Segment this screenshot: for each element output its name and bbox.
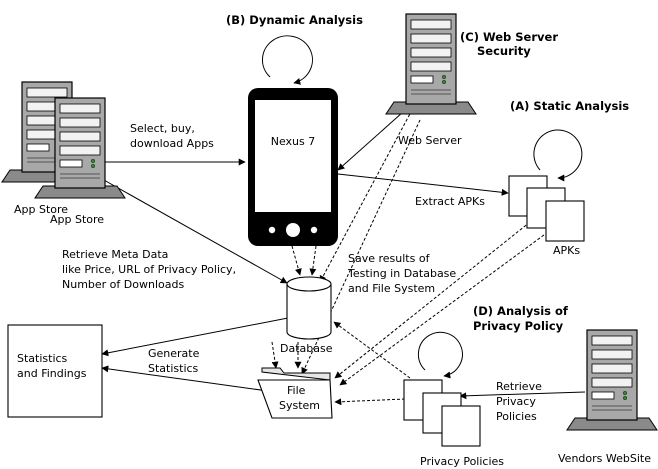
apk-file-icon [545,200,585,242]
privacy-analysis-heading: (D) Analysis of [473,304,569,318]
privacy-analysis-loop-arrow [417,331,463,379]
select-apps-label-line2: download Apps [130,137,214,150]
statistics-label: Statistics [17,352,68,365]
web-server-security-heading-line2: Security [477,44,531,58]
edge-policies-database [333,321,411,379]
statistics-box [7,324,103,418]
static-analysis-loop-arrow [533,129,583,182]
app-store-node: App Store App Store [1,81,126,226]
statistics-label-line2: and Findings [17,367,87,380]
file-system-node: File System [257,367,333,419]
privacy-analysis-heading-line2: Privacy Policy [473,319,564,333]
file-system-label-line2: System [279,399,320,412]
edge-webserver-database [319,109,413,283]
save-results-label: Save results of [348,252,431,265]
edge-policies-filesystem [334,398,406,406]
tablet-back-button-icon [268,226,276,234]
edge-webserver-filesystem [301,119,421,375]
app-store-back-label: App Store [14,203,68,216]
meta-data-label: Retrieve Meta Data [62,248,168,261]
web-server-label: Web Server [398,134,462,147]
edge-device-webserver [337,103,413,171]
retrieve-policies-label-line3: Policies [496,410,537,423]
web-server-icon [385,13,477,115]
generate-statistics-label: Generate [148,347,200,360]
edge-apks-filesystem [334,221,531,379]
database-label: Database [280,342,333,355]
extract-apks-label: Extract APKs [415,195,485,208]
retrieve-policies-label: Retrieve [496,380,542,393]
dynamic-analysis-loop-arrow [261,35,313,85]
tablet-menu-button-icon [310,226,318,234]
web-server-node: Web Server [385,13,477,147]
meta-data-label-line2: like Price, URL of Privacy Policy, [62,263,236,276]
edge-generate-statistics [101,365,269,392]
database-cylinder-icon [286,284,332,340]
edge-device-database-2 [309,245,317,276]
save-results-label-line3: and File System [348,282,435,295]
vendors-website-node: Vendors WebSite [558,329,658,465]
privacy-policies-node: Privacy Policies [403,379,504,468]
edge-extract-apks [337,173,509,196]
generate-statistics-label-line2: Statistics [148,362,199,375]
select-apps-label: Select, buy, [130,122,195,135]
folder-icon [261,367,331,381]
nexus-7-device: Nexus 7 [248,88,338,246]
dynamic-analysis-heading: (B) Dynamic Analysis [226,13,363,27]
static-analysis-heading: (A) Static Analysis [510,99,629,113]
policy-document-icon [441,405,481,447]
save-results-label-line2: Testing in Database [347,267,456,280]
file-system-label: File [287,384,306,397]
edge-retrieve-policies [459,391,586,400]
edge-device-database [291,245,302,276]
vendors-server-icon [566,329,658,431]
device-label: Nexus 7 [271,135,316,148]
web-server-security-heading: (C) Web Server [460,30,558,44]
retrieve-policies-label-line2: Privacy [496,395,536,408]
tablet-screen [255,100,331,212]
tablet-home-button-icon [286,223,300,237]
apks-node: APKs [508,175,585,257]
privacy-policies-label: Privacy Policies [420,455,504,468]
statistics-node: Statistics and Findings [7,324,103,418]
edge-database-filesystem-2 [271,341,279,369]
edge-retrieve-meta-data [94,174,288,284]
vendors-website-label: Vendors WebSite [558,452,651,465]
database-node: Database [280,276,333,355]
apks-label: APKs [553,244,580,257]
edge-database-statistics [101,317,289,357]
meta-data-label-line3: Number of Downloads [62,278,184,291]
app-store-front-label: App Store [50,213,104,226]
edge-apks-filesystem-2 [339,231,549,386]
connections [94,103,586,406]
